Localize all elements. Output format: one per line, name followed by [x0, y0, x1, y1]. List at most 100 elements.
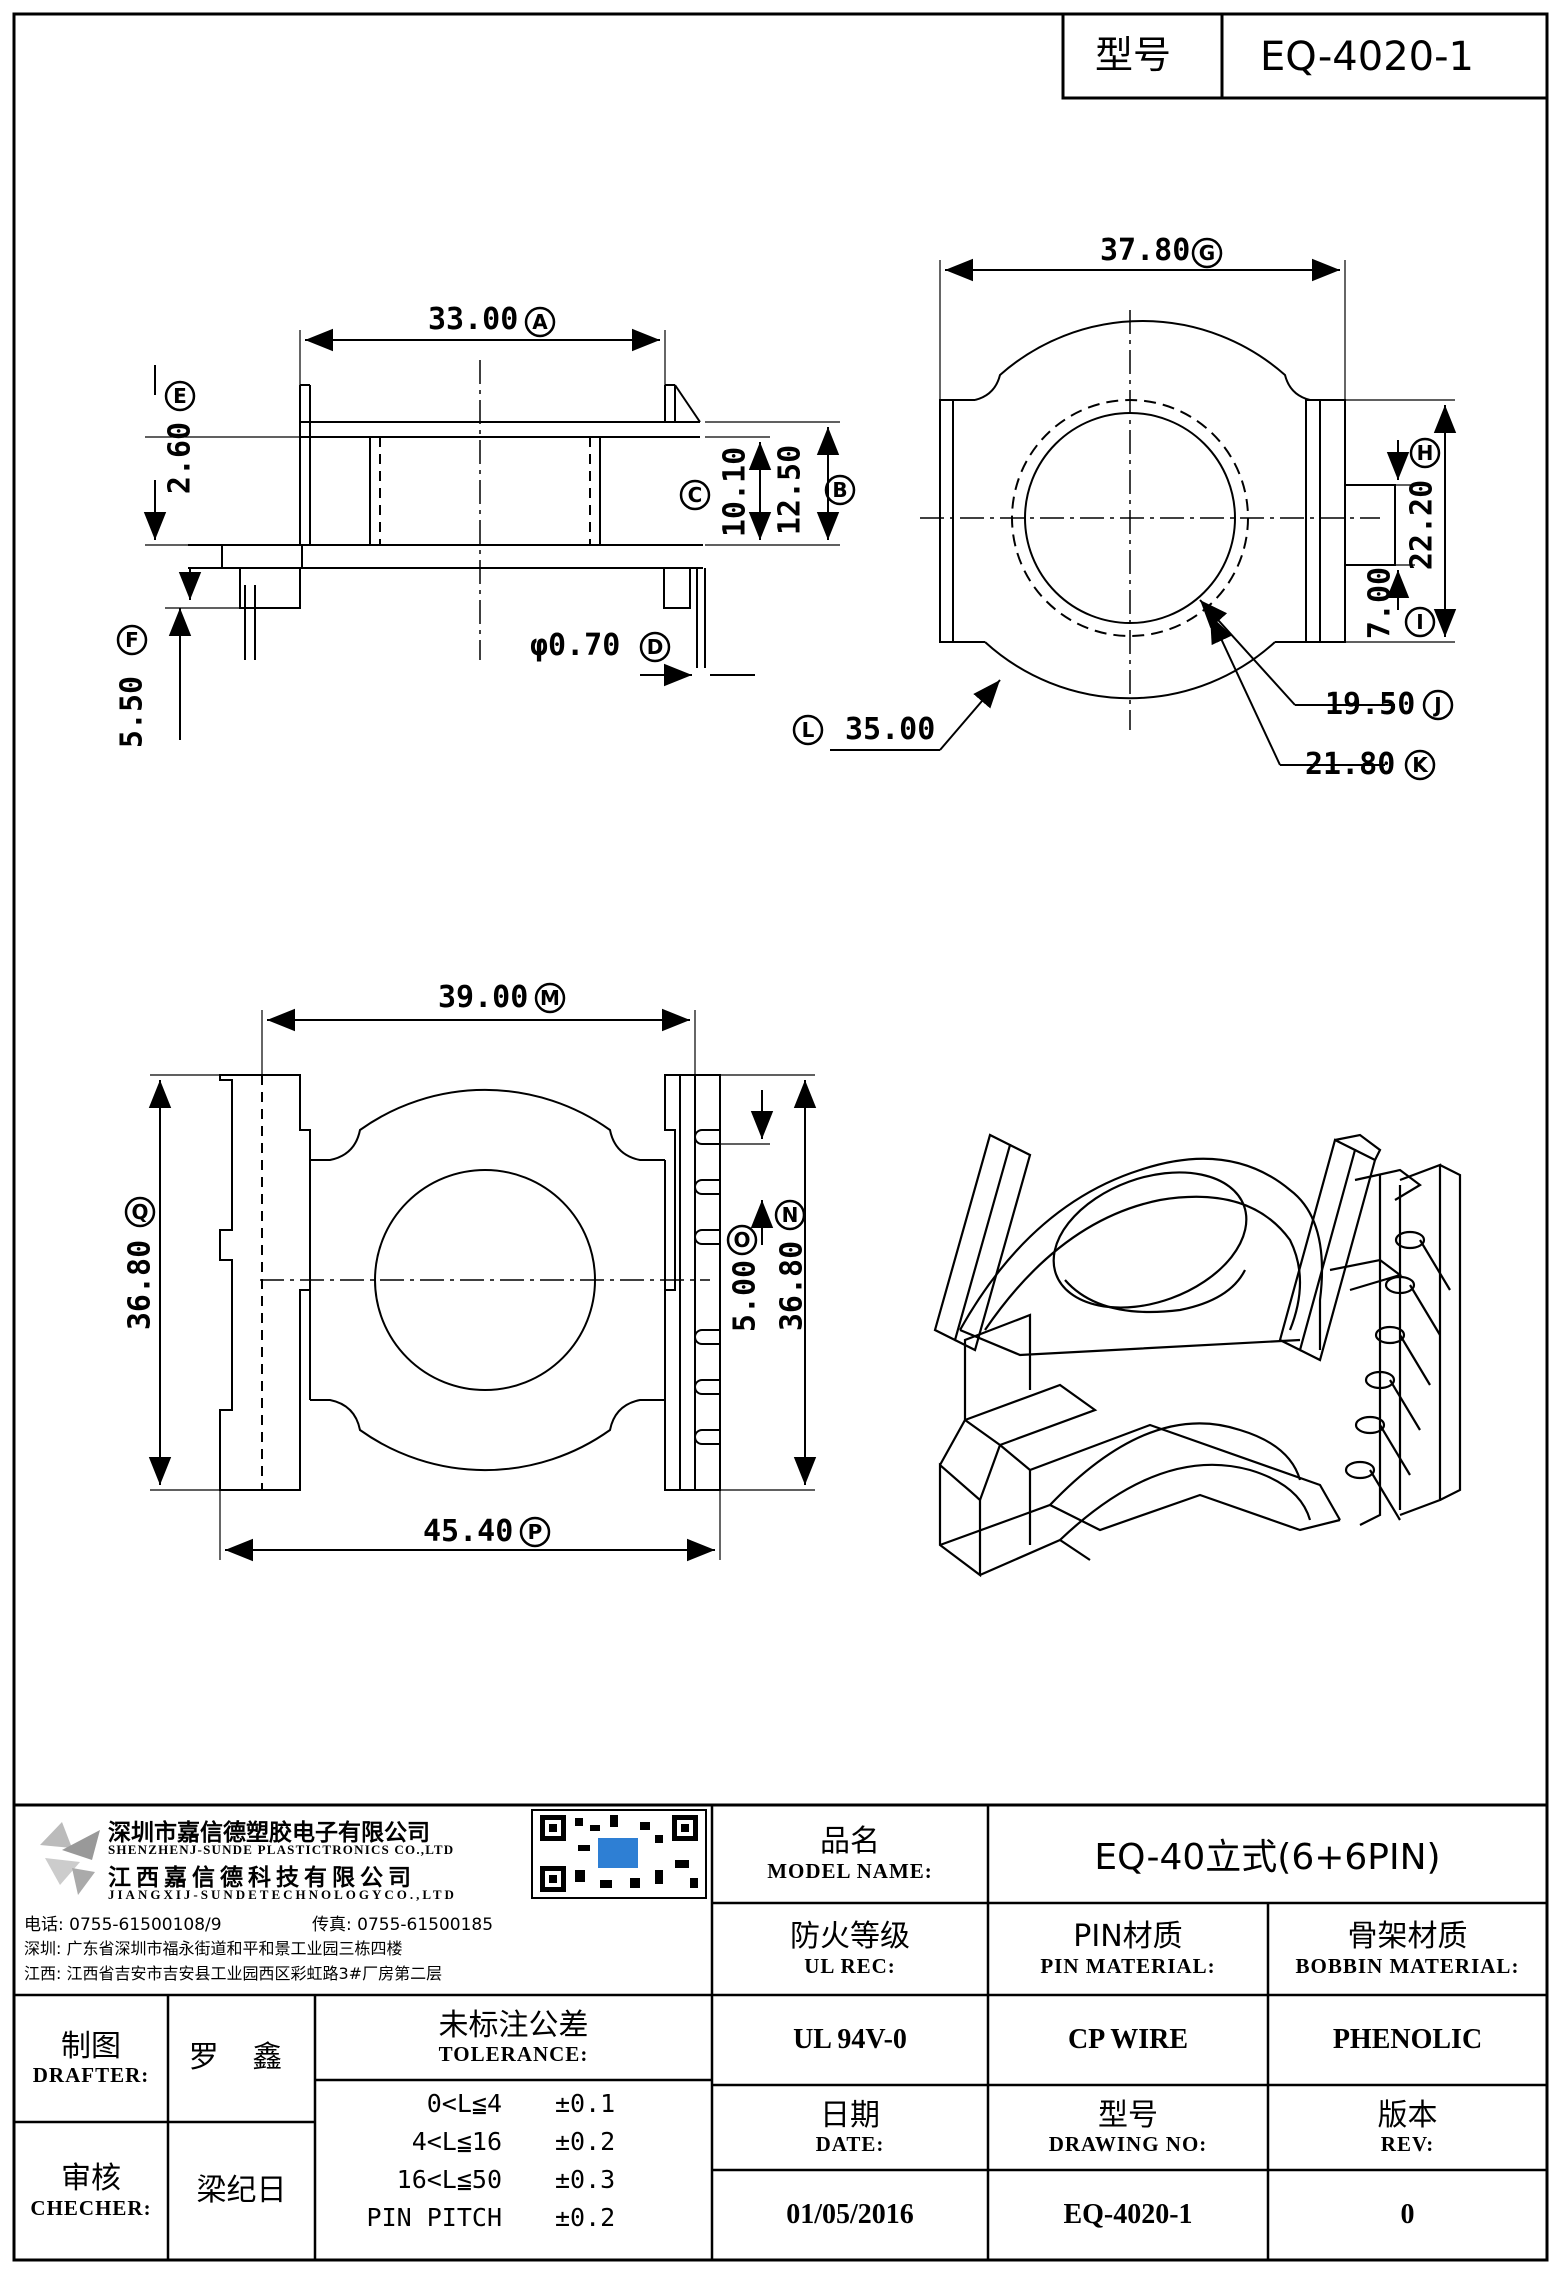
dim-P: 45.40	[423, 1514, 514, 1549]
label-circle-I: I	[1404, 606, 1436, 638]
checker-name-text: 梁纪日	[196, 2172, 287, 2208]
drafter-name: 罗 鑫	[168, 1995, 315, 2122]
company-name-cn-2: 江西嘉信德科技有限公司	[108, 1865, 416, 1891]
dim-E: 2.60	[162, 421, 198, 495]
company-logo	[40, 1822, 100, 1895]
svg-text:D: D	[647, 635, 664, 659]
dim-D: φ0.70	[530, 628, 621, 663]
dim-N: 36.80	[774, 1240, 810, 1332]
drafter-cn: 制图	[61, 2028, 121, 2064]
pin-material-value-text: CP WIRE	[1067, 2024, 1189, 2055]
dim-Q: 36.80	[122, 1239, 158, 1331]
header-box	[1061, 12, 1549, 100]
dim-K: 21.80	[1305, 747, 1396, 782]
tolerance-value: ±0.2	[555, 2127, 616, 2156]
bobbin-material-value-text: PHENOLIC	[1332, 2024, 1483, 2055]
ul-rec-value-text: UL 94V-0	[793, 2024, 907, 2055]
svg-text:H: H	[1417, 441, 1434, 465]
svg-text:N: N	[782, 1203, 799, 1227]
checker-name: 梁纪日	[168, 2122, 315, 2260]
dim-A: 33.00	[428, 302, 519, 337]
tolerance-row: 0<L≦4 ±0.1	[315, 2085, 712, 2125]
checker-cn: 审核	[61, 2161, 121, 2197]
tolerance-row: PIN PITCH ±0.2	[315, 2199, 712, 2239]
company-name-en-2: JIANGXIJ-SUNDETECHNOLOGYCO.,LTD	[108, 1887, 457, 1902]
svg-text:Q: Q	[131, 1200, 148, 1224]
side-view	[143, 328, 840, 740]
sheet-border	[12, 12, 1549, 2262]
label-circle-O: O	[726, 1224, 758, 1256]
tolerance-value: ±0.2	[555, 2203, 616, 2232]
drawing-no-label: 型号 DRAWING NO:	[988, 2085, 1268, 2170]
model-name-label: 品名 MODEL NAME:	[712, 1805, 988, 1903]
label-circle-H: H	[1409, 437, 1441, 469]
model-name-value-text: EQ-40立式(6+6PIN)	[1094, 1837, 1441, 1878]
svg-text:C: C	[688, 483, 703, 507]
company-name-en-1: SHENZHENJ-SUNDE PLASTICTRONICS CO.,LTD	[108, 1842, 455, 1857]
rev-cn: 版本	[1377, 2097, 1438, 2133]
ul-rec-cn: 防火等级	[790, 1919, 910, 1955]
isometric-view	[933, 1133, 1462, 1578]
label-circle-F: F	[116, 624, 148, 656]
label-circle-E: E	[164, 380, 196, 412]
company-address-shenzhen: 深圳: 广东省深圳市福永街道和平和景工业园三栋四楼	[24, 1939, 403, 1958]
drafter-label: 制图 DRAFTER:	[14, 1995, 168, 2122]
pin-material-value: CP WIRE	[988, 1995, 1268, 2085]
svg-text:G: G	[1199, 241, 1215, 265]
rev-en: REV:	[1380, 2132, 1435, 2157]
date-cn: 日期	[820, 2097, 880, 2133]
tolerance-en: TOLERANCE:	[438, 2042, 589, 2067]
date-value-text: 01/05/2016	[786, 2199, 914, 2230]
drawing-no-cn: 型号	[1098, 2097, 1158, 2133]
tolerance-value: ±0.3	[555, 2165, 616, 2194]
model-name-value: EQ-40立式(6+6PIN)	[988, 1805, 1547, 1903]
pin-material-en: PIN MATERIAL:	[1040, 1953, 1216, 1978]
title-block-grid	[14, 1803, 1547, 2260]
tolerance-range: PIN PITCH	[366, 2203, 502, 2232]
dim-G: 37.80	[1100, 233, 1191, 268]
label-circle-L: L	[792, 714, 824, 746]
dim-O: 5.00	[727, 1259, 763, 1333]
pin-material-label: PIN材质 PIN MATERIAL:	[988, 1903, 1268, 1995]
ul-rec-label: 防火等级 UL REC:	[712, 1903, 988, 1995]
dim-L: 35.00	[845, 712, 936, 747]
dim-M: 39.00	[438, 980, 529, 1015]
tolerance-row: 4<L≦16 ±0.2	[315, 2123, 712, 2163]
drawing-no-en: DRAWING NO:	[1048, 2132, 1208, 2157]
checker-label: 审核 CHECHER:	[14, 2122, 168, 2260]
dim-B: 12.50	[772, 444, 808, 536]
ul-rec-en: UL REC:	[804, 1953, 896, 1978]
bottom-view	[148, 1008, 817, 1562]
company-name-cn-1: 深圳市嘉信德塑胶电子有限公司	[108, 1820, 430, 1846]
tolerance-range: 4<L≦16	[411, 2127, 502, 2156]
svg-text:P: P	[528, 1520, 543, 1544]
header-model-label: 型号	[1095, 33, 1172, 77]
rev-label: 版本 REV:	[1268, 2085, 1547, 2170]
dim-J: 19.50	[1325, 687, 1416, 722]
model-name-en: MODEL NAME:	[767, 1858, 933, 1883]
tolerance-cn: 未标注公差	[438, 2007, 589, 2043]
drawing-no-value: EQ-4020-1	[988, 2170, 1268, 2260]
dim-F: 5.50	[114, 675, 150, 749]
drawing-no-value-text: EQ-4020-1	[1063, 2199, 1193, 2230]
header-model-value: EQ-4020-1	[1260, 34, 1474, 80]
rev-value: 0	[1268, 2170, 1547, 2260]
bobbin-material-en: BOBBIN MATERIAL:	[1295, 1953, 1520, 1978]
top-view	[830, 258, 1457, 766]
label-circle-P: P	[519, 1516, 551, 1548]
tolerance-row: 16<L≦50 ±0.3	[315, 2161, 712, 2201]
label-circle-D: D	[639, 631, 671, 663]
date-label: 日期 DATE:	[712, 2085, 988, 2170]
company-phone: 电话: 0755-61500108/9	[24, 1915, 222, 1935]
bobbin-material-value: PHENOLIC	[1268, 1995, 1547, 2085]
label-circle-C: C	[679, 479, 711, 511]
bobbin-material-label: 骨架材质 BOBBIN MATERIAL:	[1268, 1903, 1547, 1995]
dim-H: 22.20	[1404, 479, 1440, 571]
label-circle-N: N	[774, 1199, 806, 1231]
label-circle-Q: Q	[124, 1196, 156, 1228]
svg-text:J: J	[1432, 693, 1441, 717]
svg-text:M: M	[540, 986, 560, 1010]
svg-text:E: E	[173, 384, 187, 408]
model-name-cn: 品名	[820, 1824, 880, 1860]
dim-C: 10.10	[717, 446, 753, 538]
